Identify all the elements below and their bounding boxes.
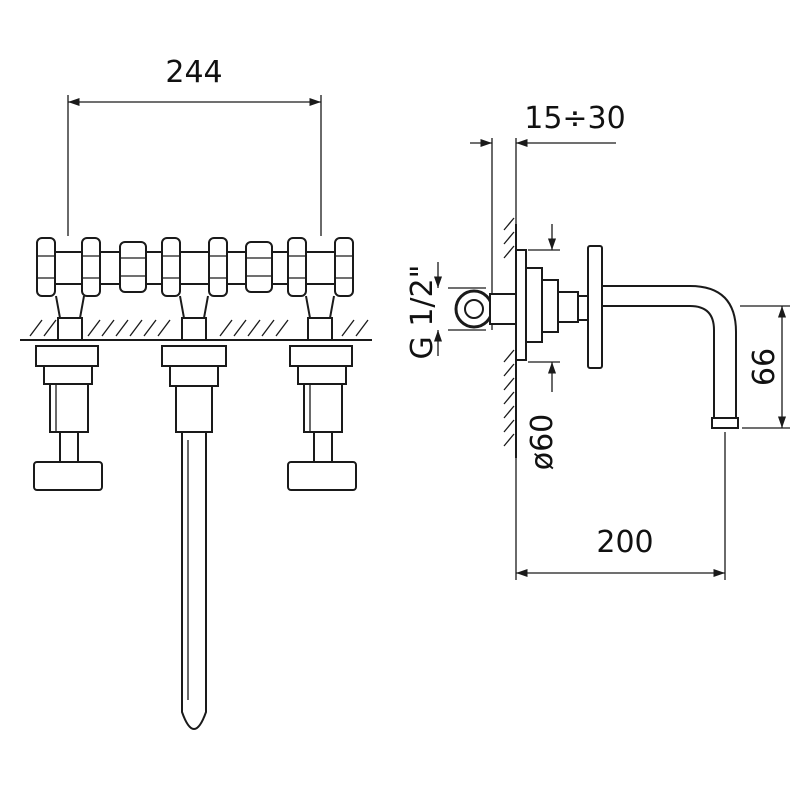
thread-size-label: G 1/2" — [405, 265, 440, 360]
side-spout — [602, 285, 739, 429]
right-valve-handle — [287, 345, 357, 491]
thread-size: G 1/2" — [405, 262, 486, 359]
dimension-spout-height: 66 — [740, 305, 790, 429]
dimension-spout-projection: 200 — [515, 432, 726, 580]
manifold-pipe — [36, 237, 354, 297]
dimension-wall-thickness: 15÷30 — [470, 101, 626, 330]
dimension-label-handle-spacing: 244 — [165, 55, 222, 90]
dimension-label-rosette-diameter: ø60 — [525, 414, 560, 471]
wall-surface-side — [503, 217, 517, 458]
side-view: 15÷30 G 1/2" — [405, 101, 790, 580]
center-spout — [161, 345, 227, 730]
front-view: 244 — [20, 55, 372, 730]
dimension-rosette-diameter: ø60 — [525, 224, 560, 470]
wall-surface-front — [20, 319, 372, 341]
inlet-connection — [454, 289, 517, 329]
dimension-label-wall-thickness: 15÷30 — [524, 101, 625, 136]
risers — [55, 295, 335, 341]
dimension-label-spout-height: 66 — [747, 348, 782, 386]
dimension-handle-spacing: 244 — [67, 55, 322, 236]
rosette-body — [515, 245, 603, 369]
dimension-label-spout-projection: 200 — [596, 525, 653, 560]
left-valve-handle — [33, 345, 103, 491]
